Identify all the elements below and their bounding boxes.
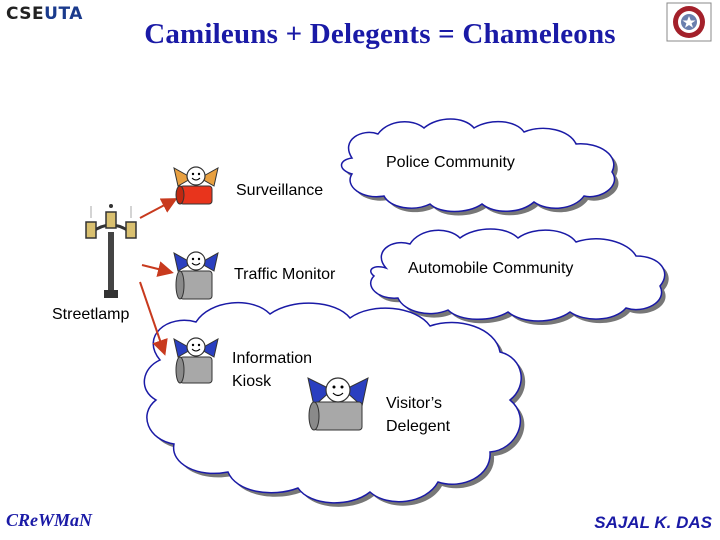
arrow-to-info-kiosk [139,281,168,356]
footer-right: SAJAL K. DAS [594,513,712,532]
traffic-monitor-agent-icon [173,251,219,300]
streetlamp-label: Streetlamp [52,306,130,323]
slide-title: Camileuns + Delegents = Chameleons [144,18,616,50]
automobile-community-cloud [369,228,669,325]
arrow-to-traffic-monitor [141,261,174,277]
logo-text-left: CSE [6,4,45,24]
university-seal-icon [666,2,712,42]
streetlamp-icon [85,204,137,298]
surveillance-agent-icon [173,166,219,205]
cse-uta-logo: CSEUTA [6,4,83,24]
visitor-delegent-label-line1: Visitor’s [386,395,443,412]
info-kiosk-agent-icon [173,337,219,384]
traffic-monitor-label: Traffic Monitor [234,266,336,283]
logo-text-right: UTA [44,4,83,24]
info-kiosk-label-line1: Information [232,350,313,367]
surveillance-label: Surveillance [236,182,324,199]
info-kiosk-label-line2: Kiosk [232,373,272,390]
police-community-label: Police Community [386,154,515,171]
visitor-delegent-agent-icon [307,377,369,431]
visitor-delegent-label-line2: Delegent [386,418,451,435]
arrow-to-surveillance [139,198,178,219]
footer-left: CReWMaN [6,510,93,530]
police-community-cloud [340,118,619,216]
automobile-community-label: Automobile Community [408,260,574,277]
